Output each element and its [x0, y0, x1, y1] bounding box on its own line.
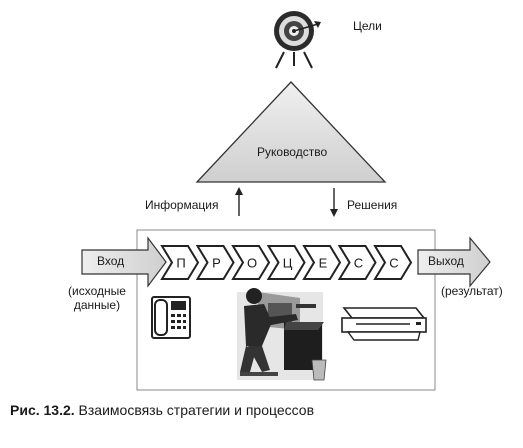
process-chevron [373, 245, 413, 280]
goals-label: Цели [353, 19, 382, 33]
decisions-arrow [330, 188, 338, 217]
process-letter: Е [319, 256, 328, 271]
process-letter: Ц [283, 256, 293, 271]
output-arrow [417, 236, 491, 288]
process-letter: О [247, 256, 257, 271]
process-chevron [266, 245, 306, 280]
process-chevron [160, 245, 200, 280]
process-chevron [195, 245, 235, 280]
output-label: Выход [428, 254, 464, 268]
information-arrow [235, 187, 243, 216]
caption-text: Взаимосвязь стратегии и процессов [78, 402, 315, 418]
process-letter: Р [212, 256, 221, 271]
worker-icon [237, 288, 327, 381]
process-chevron [302, 245, 342, 280]
process-letter: С [354, 256, 363, 271]
input-arrow [81, 236, 167, 288]
target-icon [274, 11, 321, 69]
figure-caption: Рис. 13.2. Взаимосвязь стратегии и проце… [10, 402, 314, 418]
process-chevron [337, 245, 377, 280]
output-sub-label: (результат) [441, 284, 503, 298]
management-label: Руководство [257, 145, 328, 159]
caption-number: Рис. 13.2. [10, 402, 75, 418]
input-sub-label: (исходные данные) [68, 284, 126, 312]
process-letter: П [176, 256, 185, 271]
information-label: Информация [145, 198, 219, 212]
phone-icon [151, 296, 191, 339]
process-letter: С [389, 256, 398, 271]
input-label: Вход [97, 254, 125, 268]
process-chevron [231, 245, 271, 280]
management-triangle [195, 81, 387, 183]
printer-icon [341, 307, 427, 341]
decisions-label: Решения [347, 198, 398, 212]
